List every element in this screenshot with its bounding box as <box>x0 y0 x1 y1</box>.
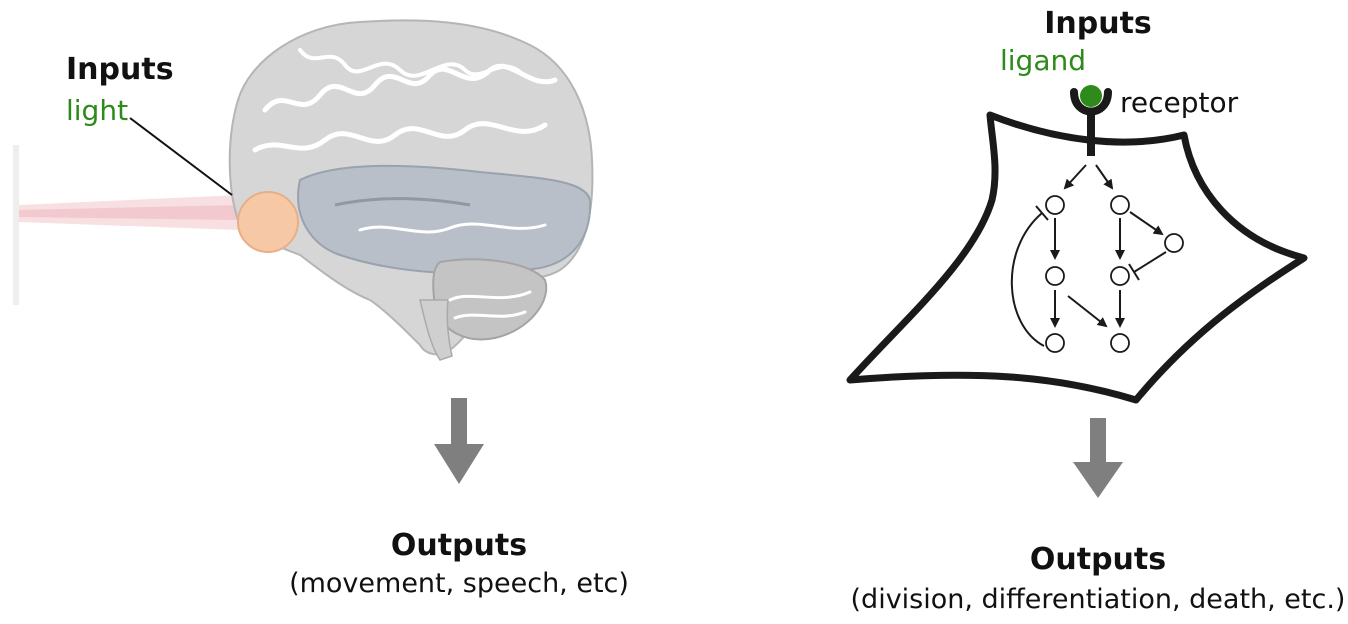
outputs-detail: (movement, speech, etc) <box>289 568 629 599</box>
brain-icon <box>230 20 593 360</box>
outputs-detail: (division, differentiation, death, etc.) <box>851 584 1346 615</box>
node-icon <box>1046 267 1064 285</box>
down-arrow-icon <box>434 398 484 484</box>
cell-panel: Inputs ligand receptor Outputs (division… <box>674 0 1348 624</box>
input-ligand-label: ligand <box>1000 44 1086 77</box>
input-light-label: light <box>66 94 128 127</box>
ligand-icon <box>1080 85 1102 107</box>
receptor-label: receptor <box>1120 86 1238 119</box>
cell-membrane <box>850 115 1304 400</box>
node-icon <box>1111 196 1129 214</box>
outputs-heading: Outputs <box>391 528 527 563</box>
outputs-heading: Outputs <box>1030 542 1166 577</box>
inputs-heading: Inputs <box>1044 6 1152 41</box>
node-icon <box>1165 234 1183 252</box>
cell-diagram <box>674 0 1348 624</box>
node-icon <box>1046 334 1064 352</box>
light-pointer-line <box>130 118 232 195</box>
light-source-icon <box>13 145 240 305</box>
node-icon <box>1111 267 1129 285</box>
inputs-heading: Inputs <box>66 52 174 87</box>
brain-panel: Inputs light Outputs (movement, speech, … <box>0 0 674 624</box>
node-icon <box>1046 196 1064 214</box>
node-icon <box>1111 334 1129 352</box>
